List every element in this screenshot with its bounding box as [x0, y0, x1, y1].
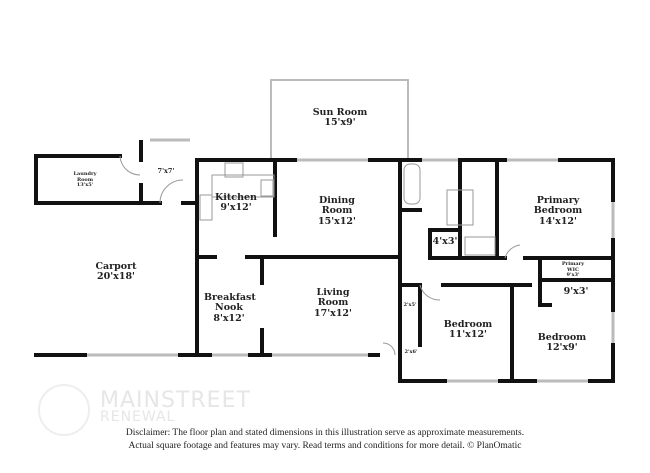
logo-line2: RENEWAL: [100, 409, 176, 425]
logo-line1: MAINSTREET: [100, 388, 251, 413]
room-dims: 8'x12': [213, 312, 245, 324]
door-swing: [159, 179, 184, 204]
logo-mark: [38, 384, 90, 436]
walls: [34, 140, 615, 383]
sink: [224, 162, 244, 178]
fixtures: [119, 155, 521, 356]
room-dims: 7'x7': [157, 167, 175, 175]
room-name: Kitchen: [215, 192, 257, 203]
door-swing: [119, 155, 141, 176]
room-label-2x6: 2'x6': [404, 349, 418, 356]
bathtub: [403, 163, 421, 205]
door-swing: [419, 284, 441, 301]
room-dims: 15'x9': [324, 117, 356, 129]
pantry: [199, 194, 213, 221]
room-dims: 9'x3': [566, 272, 580, 278]
stove: [260, 179, 274, 197]
disclaimer-line2: Actual square footage and features may v…: [128, 441, 522, 451]
room-label-2x5: 2'x5': [403, 302, 417, 309]
door-swing: [504, 244, 521, 259]
room-name: Carport: [95, 261, 137, 272]
room-label-9x3: 9'x3': [563, 286, 589, 297]
room-name: Breakfast Nook: [204, 292, 256, 314]
room-dims: 9'x3': [563, 286, 589, 297]
room-dims: 13'x5': [76, 182, 94, 188]
room-dims: 20'x18': [97, 271, 135, 283]
room-name: Sun Room: [312, 107, 368, 118]
disclaimer-line1: Disclaimer: The floor plan and stated di…: [125, 428, 525, 438]
room-dims: 9'x12': [220, 202, 252, 214]
room-dims: 11'x12': [449, 329, 487, 341]
vanity: [446, 189, 474, 226]
room-dims: 17'x12': [314, 307, 352, 319]
room-name: Laundry Room: [73, 171, 97, 183]
room-dims: 4'x3': [432, 236, 458, 247]
windows: [85, 79, 615, 383]
room-dims: 14'x12': [539, 215, 577, 227]
room-dims: 12'x9': [546, 342, 578, 354]
room-name: Living Room: [316, 287, 350, 309]
door-swing: [382, 342, 396, 356]
room-name: Primary Bedroom: [533, 195, 583, 217]
room-name: Primary WIC: [561, 261, 585, 273]
room-label-7x7: 7'x7': [157, 167, 175, 175]
room-name: Bedroom: [443, 319, 493, 330]
room-name: Bedroom: [537, 332, 587, 343]
shower: [464, 236, 496, 256]
room-dims: 15'x12': [318, 215, 356, 227]
room-label-4x3: 4'x3': [432, 236, 458, 247]
room-dims: 2'x6': [404, 349, 418, 355]
room-name: Dining Room: [319, 195, 355, 217]
room-dims: 2'x5': [403, 302, 417, 308]
